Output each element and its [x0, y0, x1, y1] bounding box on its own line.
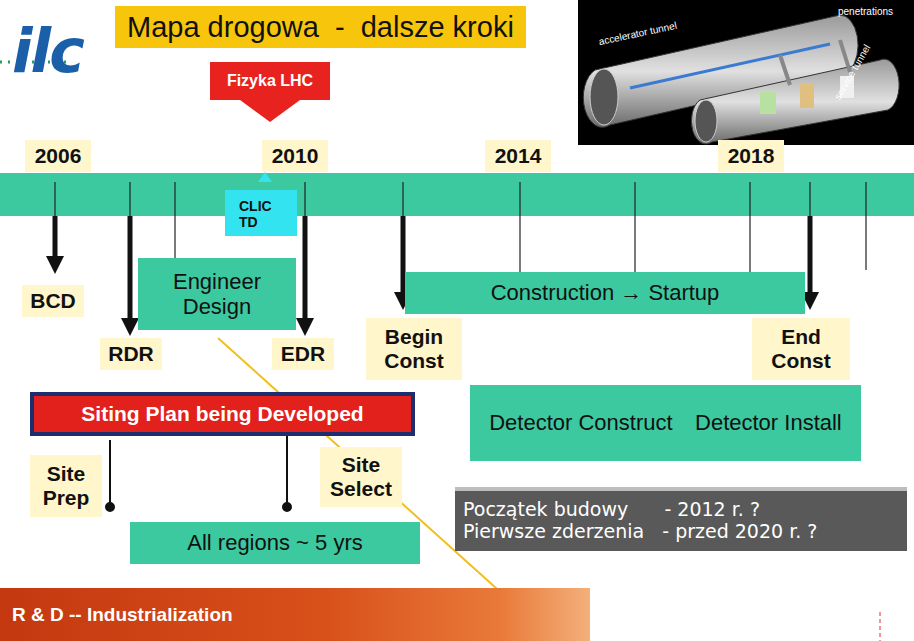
- node-text: EDR: [281, 342, 325, 366]
- node-text: Site Select: [326, 453, 396, 501]
- node-text: All regions ~ 5 yrs: [187, 530, 362, 555]
- node-text: 2018: [728, 144, 775, 168]
- node-text: End Const: [758, 325, 844, 373]
- siting-box: Siting Plan being Developed: [30, 392, 415, 436]
- node-text: RDR: [108, 342, 154, 366]
- node-text: Engineer Design: [146, 269, 288, 320]
- title-text: Mapa drogowa - dalsze kroki: [115, 6, 526, 48]
- site-box: Site Select: [320, 447, 402, 507]
- year-box: 2018: [718, 140, 784, 172]
- year-box: 2010: [262, 140, 328, 172]
- node-text: 2006: [35, 144, 82, 168]
- tunnel-illustration: [583, 15, 899, 144]
- milestone-box: Begin Const: [366, 318, 462, 380]
- phase-box: Engineer Design: [138, 258, 296, 330]
- milestone-box: BCD: [22, 285, 84, 317]
- logo: ilc: [12, 16, 83, 86]
- milestone-box: EDR: [272, 338, 334, 370]
- picture-label: penetrations: [838, 6, 893, 17]
- dashed-mark: [880, 612, 881, 641]
- clic-arrow: [258, 172, 272, 182]
- siting-lines: [106, 426, 291, 511]
- milestone-box: End Const: [752, 318, 850, 380]
- node-text: Pierwsze zderzenia - przed 2020 r. ?: [463, 521, 817, 543]
- node-text: Construction → Startup: [491, 280, 720, 305]
- node-text: R & D -- Industrialization: [12, 604, 233, 626]
- node-text: CLIC TD: [239, 198, 291, 230]
- node-text: Fizyka LHC: [227, 72, 313, 90]
- milestone-box: RDR: [100, 338, 162, 370]
- node-text: Detector Install: [695, 410, 842, 435]
- node-text: Begin Const: [372, 325, 456, 373]
- node-text: 2014: [495, 144, 542, 168]
- phase-box: Construction → Startup: [405, 272, 805, 314]
- node-text: Początek budowy - 2012 r. ?: [463, 499, 760, 521]
- note-box: Początek budowy - 2012 r. ?Pierwsze zder…: [455, 487, 907, 551]
- year-box: 2014: [485, 140, 551, 172]
- arrow-box: Fizyka LHC: [210, 62, 330, 100]
- clic-box: CLIC TD: [225, 190, 297, 236]
- node-text: BCD: [30, 289, 76, 313]
- site-box: Site Prep: [30, 455, 102, 517]
- detector-box: Detector Construct Detector Install: [470, 385, 861, 461]
- tunnel-picture: [578, 0, 914, 145]
- rd-bar: R & D -- Industrialization: [0, 588, 590, 641]
- duration-box: All regions ~ 5 yrs: [130, 522, 420, 564]
- node-text: Site Prep: [36, 462, 96, 510]
- node-text: Detector Construct: [489, 410, 672, 435]
- year-box: 2006: [25, 140, 91, 172]
- node-text: 2010: [272, 144, 319, 168]
- arrow-head: [240, 100, 300, 122]
- timeline-band: [0, 173, 914, 216]
- node-text: Siting Plan being Developed: [81, 402, 363, 426]
